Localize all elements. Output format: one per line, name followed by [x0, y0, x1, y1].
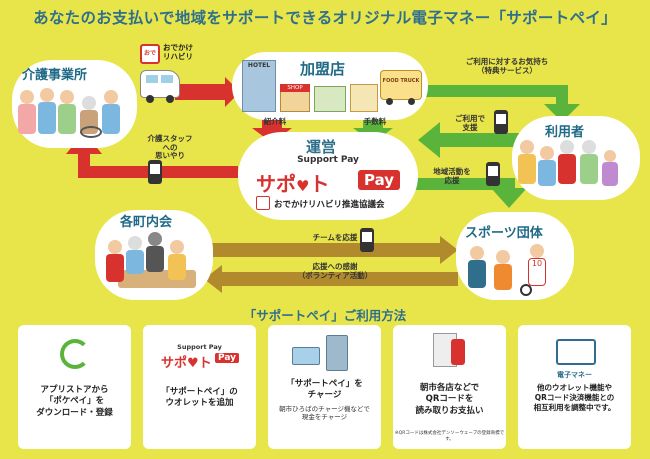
food-truck-sign: FOOD TRUCK — [382, 78, 420, 84]
page-title: あなたのお支払いで地域をサポートできるオリジナル電子マネー「サポートペイ」 — [33, 9, 617, 27]
step-2-logo-kana: サポ♥ト — [161, 356, 212, 371]
logo-kana-sapo: サポ — [256, 172, 296, 196]
charge-machine-icon — [326, 335, 348, 371]
howto-title: 「サポートペイ」ご利用方法 — [243, 308, 407, 323]
org-name: おでかけリハビリ推進協議会 — [274, 200, 385, 210]
logo-kana-to: ト — [309, 172, 330, 196]
flow-team: チームを応援 — [312, 233, 358, 242]
arrow-kimochi — [425, 85, 580, 122]
phone-qr-icon — [494, 110, 508, 134]
shop-sign: SHOP — [280, 84, 310, 92]
label-sports: スポーツ団体 — [465, 226, 543, 241]
step-4-text: 朝市各店などで QRコードを 読み取りお支払い — [415, 383, 484, 416]
flow-tesuuryou: 手数料 — [363, 117, 387, 126]
arrow-kansha — [204, 265, 458, 293]
arrow-van — [175, 77, 240, 107]
step-3: 「サポートペイ」を チャージ 朝市ひろばのチャージ機などで 現金をチャージ — [268, 325, 381, 449]
center-logo: Support Pay サポ♥ト Pay おでかけリハビリ推進協議会 — [238, 152, 418, 214]
ic-card-icon — [556, 339, 596, 365]
step-1-text: アプリストアから 「ポケペイ」を ダウンロード・登録 — [36, 385, 113, 418]
flow-kaigo-staff: 介護スタッフ への 思いやり — [147, 134, 193, 161]
step-4-sub: ※QRコードは株式会社デンソーウェーブの登録商標です。 — [394, 431, 505, 442]
step-2-text: 「サポートペイ」の ウオレットを追加 — [161, 387, 238, 409]
label-kaigo: 介護事業所 — [22, 68, 88, 83]
van-label: おでかけ リハビリ — [163, 43, 193, 61]
phone-icon — [451, 339, 465, 365]
step-2: Support Pay サポ♥ト Pay 「サポートペイ」の ウオレットを追加 — [143, 325, 256, 449]
phone-qr-icon — [148, 160, 162, 184]
card-icon — [292, 347, 320, 365]
phone-qr-icon — [486, 162, 500, 186]
step-5-text: 他のウオレット機能や QRコード決済機能との 相互利用を調整中です。 — [533, 383, 616, 413]
arrow-kaigo-staff — [66, 132, 238, 178]
arrow-riyou — [418, 122, 520, 158]
step-2-logo: サポ♥ト — [161, 352, 212, 371]
flow-shoukai: 紹介料 — [263, 117, 287, 126]
step-3-sub: 朝市ひろばのチャージ機などで 現金をチャージ — [279, 405, 370, 422]
arrow-team — [205, 236, 458, 264]
pokepay-app-icon — [60, 339, 90, 369]
arrow-shoukai — [252, 117, 292, 143]
flow-kimochi: ご利用に対するお気持ち （特典サービス） — [465, 57, 549, 75]
flow-riyou-shien: ご利用で 支援 — [455, 114, 485, 132]
step-3-text: 「サポートペイ」を チャージ — [286, 379, 363, 401]
label-unei: 運営 — [306, 138, 337, 156]
step-2-logo-pay: Pay — [215, 353, 240, 363]
flow-kansha: 応援への感謝 （ボランティア活動） — [297, 262, 373, 280]
org-logo — [256, 196, 270, 210]
hotel-sign: HOTEL — [247, 62, 271, 69]
step-4: 朝市各店などで QRコードを 読み取りお支払い ※QRコードは株式会社デンソーウ… — [393, 325, 506, 449]
step-2-logo-small: Support Pay — [177, 343, 222, 351]
phone-qr-icon — [360, 228, 374, 252]
heart-icon: ♥ — [296, 177, 310, 195]
label-riyousha: 利用者 — [545, 125, 585, 140]
label-kameiten: 加盟店 — [300, 60, 346, 78]
logo-support-pay-en: Support Pay — [297, 155, 359, 165]
label-chounaikai: 各町内会 — [120, 215, 173, 230]
step-1: アプリストアから 「ポケペイ」を ダウンロード・登録 — [18, 325, 131, 449]
logo-pay: Pay — [358, 170, 401, 190]
flow-chiiki: 地域活動を 応援 — [433, 167, 471, 185]
step-5: 電子マネー 他のウオレット機能や QRコード決済機能との 相互利用を調整中です。 — [518, 325, 631, 449]
arrow-chiiki — [415, 178, 527, 208]
step-5-chip-label: 電子マネー — [557, 371, 592, 379]
arrow-tesuuryou — [353, 117, 393, 143]
